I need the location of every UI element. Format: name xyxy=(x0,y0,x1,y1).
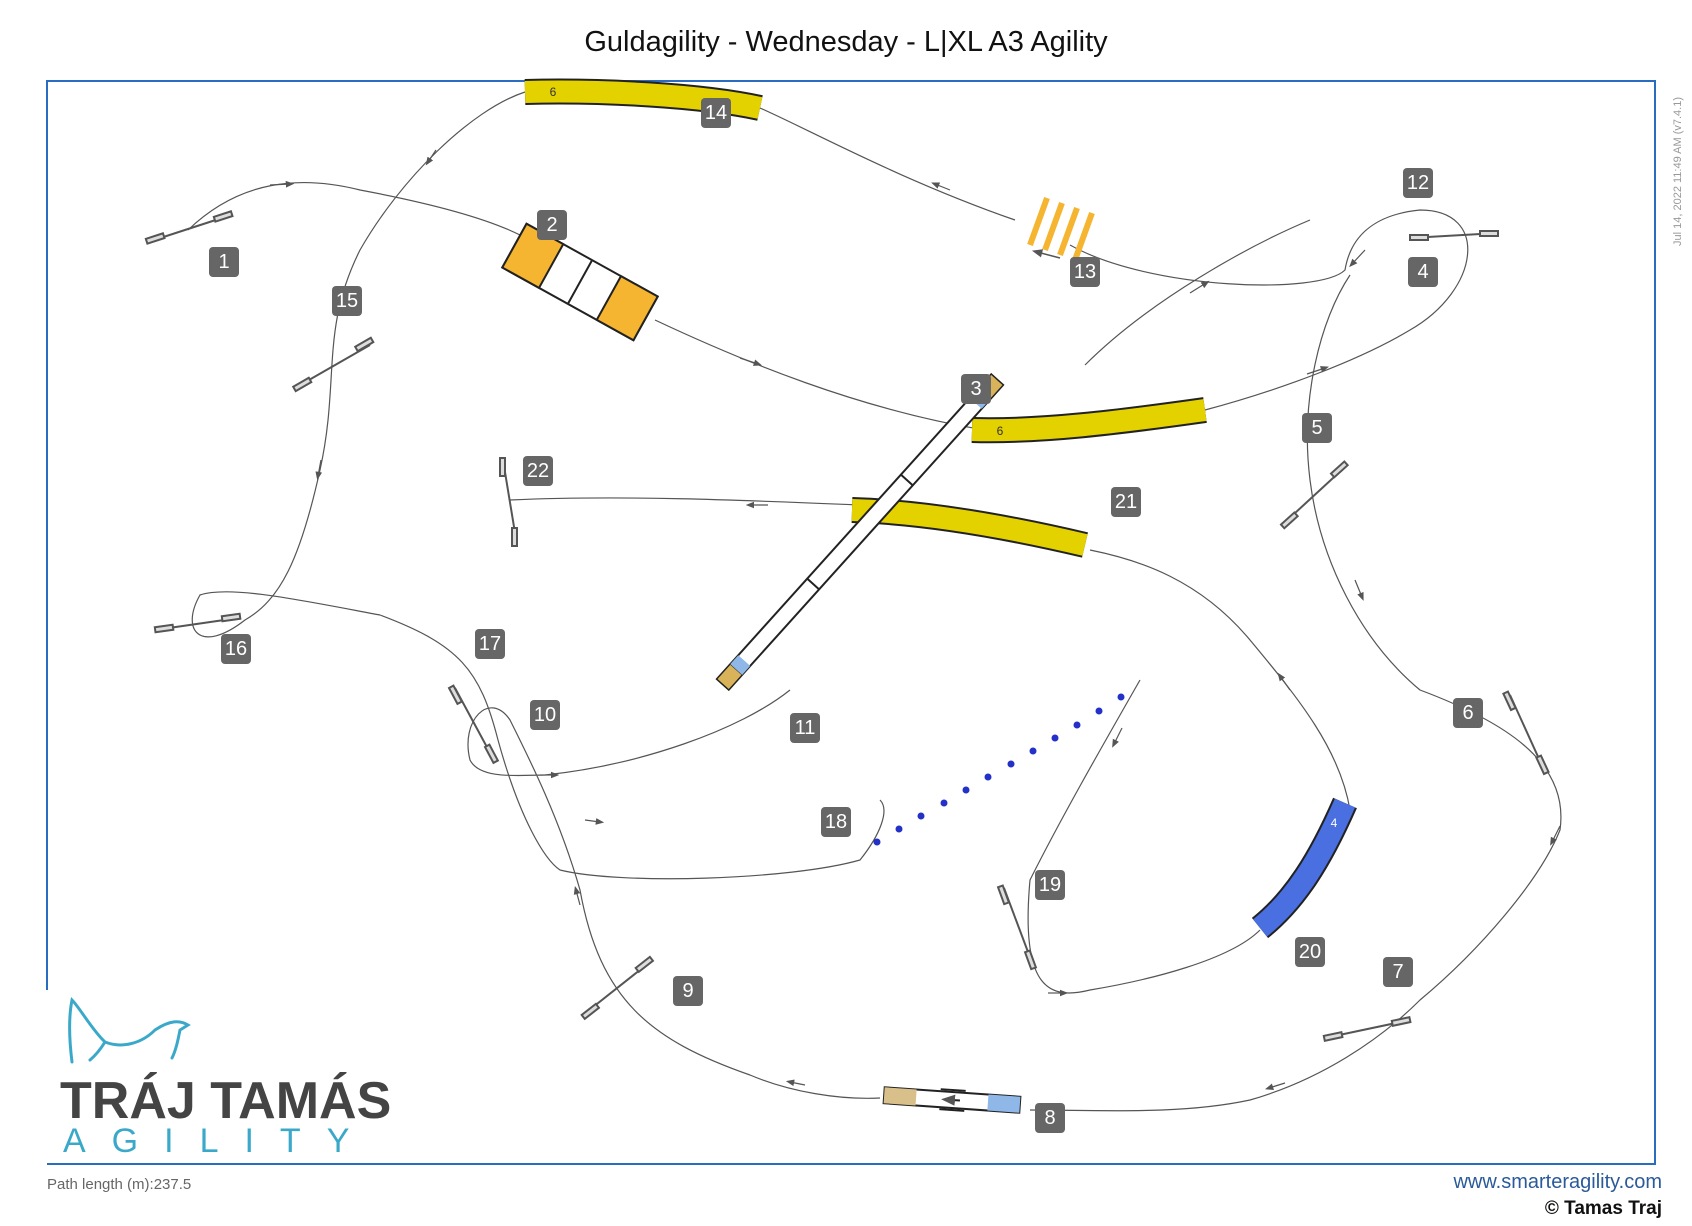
svg-text:19: 19 xyxy=(1039,874,1061,896)
jump-22 xyxy=(499,457,518,547)
copyright: © Tamas Traj xyxy=(1544,1198,1662,1219)
svg-text:8: 8 xyxy=(1044,1107,1055,1129)
svg-text:14: 14 xyxy=(705,102,727,124)
jump-16 xyxy=(153,612,242,634)
tunnel-20: 4 xyxy=(1251,797,1357,939)
number-markers: 1 2 3 4 5 6 7 8 9 10 11 12 13 14 15 16 1… xyxy=(209,98,1483,1133)
svg-text:1: 1 xyxy=(218,251,229,273)
svg-text:10: 10 xyxy=(534,704,556,726)
marker-20: 20 xyxy=(1295,937,1325,967)
tunnel-14-length: 6 xyxy=(550,85,557,99)
marker-5: 5 xyxy=(1302,413,1332,443)
marker-2: 2 xyxy=(537,210,567,240)
svg-text:5: 5 xyxy=(1311,417,1322,439)
marker-1: 1 xyxy=(209,247,239,277)
logo-line1: TRÁJ TAMÁS xyxy=(60,1072,391,1130)
svg-text:17: 17 xyxy=(479,633,501,655)
tunnels: 6 6 6 4 xyxy=(524,78,1357,939)
marker-7: 7 xyxy=(1383,957,1413,987)
jump-19 xyxy=(996,884,1038,971)
jump-1 xyxy=(144,210,234,245)
jump-5 xyxy=(1279,460,1350,530)
marker-15: 15 xyxy=(332,286,362,316)
marker-12: 12 xyxy=(1403,168,1433,198)
marker-22: 22 xyxy=(523,456,553,486)
svg-text:3: 3 xyxy=(970,378,981,400)
svg-text:20: 20 xyxy=(1299,941,1321,963)
marker-16: 16 xyxy=(221,634,251,664)
jump-6 xyxy=(1502,690,1550,776)
marker-11: 11 xyxy=(790,713,820,743)
marker-21: 21 xyxy=(1111,487,1141,517)
jump-4 xyxy=(1409,230,1499,241)
jump-10 xyxy=(447,684,500,765)
dog-logo-icon xyxy=(68,996,191,1064)
svg-text:7: 7 xyxy=(1392,961,1403,983)
svg-text:15: 15 xyxy=(336,290,358,312)
path-length: Path length (m):237.5 xyxy=(47,1176,192,1193)
marker-8: 8 xyxy=(1035,1103,1065,1133)
logo: TRÁJ TAMÁS AGILITY xyxy=(46,990,391,1160)
jump-7 xyxy=(1322,1015,1412,1042)
marker-9: 9 xyxy=(673,976,703,1006)
weave-poles-18 xyxy=(873,693,1125,846)
jump-9 xyxy=(580,955,655,1021)
marker-17: 17 xyxy=(475,629,505,659)
marker-3: 3 xyxy=(961,374,991,404)
svg-text:12: 12 xyxy=(1407,172,1429,194)
marker-14: 14 xyxy=(701,98,731,128)
table-8 xyxy=(882,1086,1022,1114)
svg-text:9: 9 xyxy=(682,980,693,1002)
svg-text:11: 11 xyxy=(795,717,816,739)
marker-6: 6 xyxy=(1453,698,1483,728)
a-frame-2 xyxy=(500,222,660,342)
jump-bars xyxy=(144,210,1550,1042)
course-title: Guldagility - Wednesday - L|XL A3 Agilit… xyxy=(584,26,1108,58)
tunnel-3-length: 6 xyxy=(997,424,1004,438)
svg-text:6: 6 xyxy=(1462,702,1473,724)
panel-jump-13 xyxy=(1027,196,1095,262)
logo-line2: AGILITY xyxy=(63,1122,375,1160)
marker-4: 4 xyxy=(1408,257,1438,287)
marker-19: 19 xyxy=(1035,870,1065,900)
field-border xyxy=(46,80,1656,1165)
svg-text:22: 22 xyxy=(527,460,549,482)
tunnel-3: 6 xyxy=(971,397,1207,444)
tunnel-14: 6 xyxy=(524,78,763,121)
marker-13: 13 xyxy=(1070,257,1100,287)
svg-text:16: 16 xyxy=(225,638,247,660)
dog-path xyxy=(187,91,1562,1112)
svg-text:18: 18 xyxy=(825,811,847,833)
svg-text:4: 4 xyxy=(1417,261,1428,283)
marker-10: 10 xyxy=(530,700,560,730)
tunnel-20-length: 4 xyxy=(1331,816,1338,830)
svg-text:21: 21 xyxy=(1115,491,1137,513)
svg-text:13: 13 xyxy=(1074,261,1096,283)
marker-18: 18 xyxy=(821,807,851,837)
svg-text:2: 2 xyxy=(546,214,557,236)
jump-15 xyxy=(291,336,375,393)
website-link[interactable]: www.smarteragility.com xyxy=(1453,1171,1662,1193)
